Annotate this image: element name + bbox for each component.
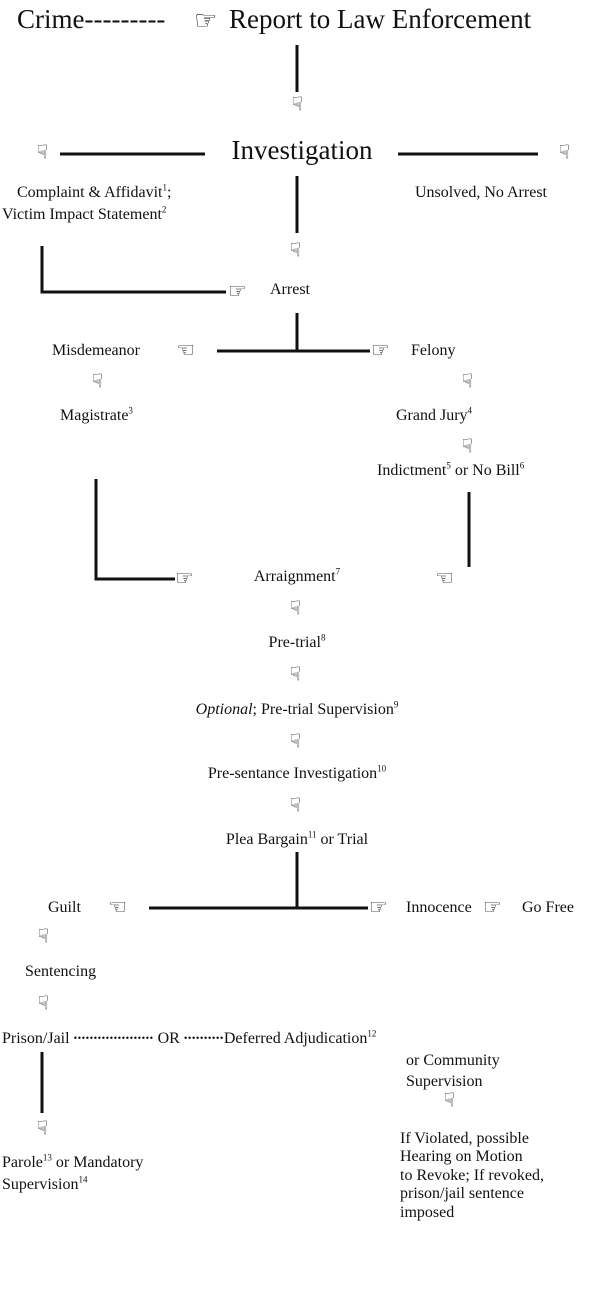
indictment-label: Indictment5 or No Bill6	[377, 460, 525, 479]
dotted-connector: ••••••••••••••••••••	[73, 1033, 154, 1045]
pointing-down-icon: ☞	[456, 371, 479, 390]
violated-text: If Violated, possible Hearing on Motion …	[400, 1130, 544, 1222]
report-to-law-enforcement: Report to Law Enforcement	[229, 4, 532, 34]
pointing-down-icon: ☞	[456, 436, 479, 455]
pointing-down-icon: ☞	[284, 240, 307, 259]
pointing-left-icon: ☜	[176, 338, 195, 362]
innocence-label: Innocence	[406, 899, 472, 916]
pointing-right-icon: ☞	[175, 566, 194, 590]
deferred-adjudication-line3: Supervision	[406, 1073, 483, 1090]
violated-line: to Revoke; If revoked,	[400, 1166, 544, 1184]
pointing-down-icon: ☞	[553, 142, 576, 161]
violated-line: Hearing on Motion	[400, 1148, 523, 1166]
pointing-right-icon: ☞	[194, 6, 218, 36]
victim-impact-statement: Victim Impact Statement2	[2, 204, 167, 223]
pointing-down-icon: ☞	[32, 993, 55, 1012]
line-magistrate-to-arraignment	[94, 479, 175, 581]
presentence-investigation-label: Pre-sentance Investigation10	[207, 763, 387, 782]
felony-label: Felony	[411, 342, 456, 359]
deferred-adjudication-line1: Deferred Adjudication12	[223, 1028, 377, 1047]
pointing-down-icon: ☞	[284, 795, 307, 814]
pointing-right-icon: ☞	[228, 279, 247, 303]
line-complaint-to-arrest	[40, 246, 226, 294]
pointing-down-icon: ☞	[284, 598, 307, 617]
arraignment-label: Arraignment7	[253, 566, 341, 585]
go-free-label: Go Free	[522, 899, 574, 916]
or-label: OR	[157, 1030, 180, 1047]
pointing-down-icon: ☞	[286, 94, 309, 113]
magistrate-label: Magistrate3	[60, 405, 133, 424]
pretrial-supervision-label: Optional; Pre-trial Supervision9	[195, 699, 399, 718]
pointing-left-icon: ☜	[108, 895, 127, 919]
prison-jail-row: Prison/Jail •••••••••••••••••••• OR ••••…	[2, 1028, 377, 1047]
pointing-right-icon: ☞	[483, 895, 502, 919]
pointing-down-icon: ☞	[86, 371, 109, 390]
pointing-right-icon: ☞	[369, 895, 388, 919]
investigation-label: Investigation	[231, 135, 373, 165]
pointing-down-icon: ☞	[31, 1118, 54, 1137]
guilt-label: Guilt	[48, 899, 81, 916]
pretrial-label: Pre-trial8	[268, 632, 326, 651]
violated-line: If Violated, possible	[400, 1130, 529, 1147]
violated-line: imposed	[400, 1203, 455, 1221]
misdemeanor-label: Misdemeanor	[52, 342, 140, 359]
deferred-adjudication-line2: or Community	[406, 1052, 500, 1069]
sentencing-label: Sentencing	[25, 963, 97, 980]
pointing-down-icon: ☞	[284, 731, 307, 750]
pointing-down-icon: ☞	[438, 1090, 461, 1109]
pointing-down-icon: ☞	[31, 142, 54, 161]
complaint-affidavit: Complaint & Affidavit1;	[17, 182, 172, 201]
pointing-left-icon: ☜	[435, 566, 454, 590]
pointing-down-icon: ☞	[32, 926, 55, 945]
dotted-connector: ••••••••••	[183, 1033, 224, 1045]
unsolved-no-arrest: Unsolved, No Arrest	[415, 184, 547, 201]
violated-line: prison/jail sentence	[400, 1185, 524, 1203]
crime-label: Crime---------	[17, 4, 166, 34]
plea-bargain-label: Plea Bargain11 or Trial	[225, 829, 369, 848]
parole-line2: Supervision14	[2, 1174, 88, 1193]
arrest-label: Arrest	[270, 281, 310, 298]
grand-jury-label: Grand Jury4	[396, 405, 473, 424]
pointing-down-icon: ☞	[284, 664, 307, 683]
parole-line1: Parole13 or Mandatory	[2, 1152, 144, 1171]
pointing-right-icon: ☞	[371, 338, 390, 362]
